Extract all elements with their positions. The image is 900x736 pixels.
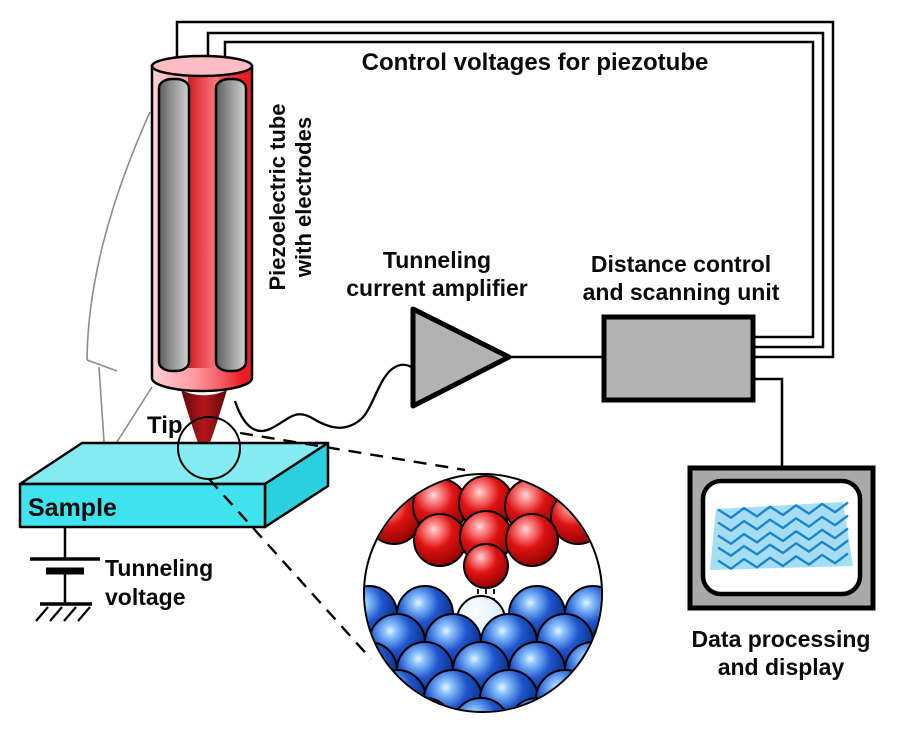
piezo-tube-top: [150, 54, 254, 78]
sample-atom: [285, 602, 341, 658]
magnifier-link-dash-upper: [239, 431, 466, 472]
tip-atom: [505, 513, 559, 567]
piezo-tube-inner-strip: [188, 70, 218, 368]
magnifier-link-dash-lower: [208, 478, 372, 660]
sample-atom: [451, 697, 511, 711]
screen-wave-line: [717, 501, 849, 519]
screen-wave-line: [717, 539, 849, 557]
control-wire-middle: [206, 31, 825, 349]
sample-atom: [592, 613, 601, 671]
sample-front-face: [18, 482, 267, 529]
monitor: [687, 465, 876, 611]
label-amplifier-line1: Tunneling: [383, 247, 491, 273]
sample-atom: [365, 613, 370, 671]
tunneling-voltage-circuit: [30, 527, 100, 622]
screen-wave-line: [717, 527, 849, 545]
label-tunneling-voltage-line1: Tunneling: [105, 555, 213, 581]
screen-wave-line: [717, 514, 849, 532]
atoms-group: [285, 475, 677, 711]
label-scanning-unit-line1: Distance control: [591, 251, 771, 277]
label-sample: Sample: [28, 494, 117, 522]
tip-atom: [366, 489, 422, 545]
sample-atom: [367, 669, 427, 711]
sample-atom: [621, 602, 677, 658]
ground-icon: [35, 602, 92, 622]
scanning-unit-box: [601, 314, 756, 403]
label-display-line2: and display: [718, 654, 845, 680]
label-scanning-unit-line2: and scanning unit: [583, 279, 780, 305]
label-control-voltages: Control voltages for piezotube: [362, 49, 709, 76]
tunneling-wire: [233, 363, 414, 433]
ghost-scan-lines: [86, 111, 153, 457]
tip-atom: [550, 489, 601, 545]
svg-text:with electrodes: with electrodes: [291, 117, 316, 278]
sample-block: [18, 441, 330, 529]
label-tunneling-voltage-line2: voltage: [105, 584, 186, 610]
electrode-right: [214, 77, 248, 373]
magnifier-view: [285, 473, 677, 713]
control-wire-outer: [175, 20, 835, 359]
label-display-line1: Data processing: [692, 626, 871, 652]
screen-wave-line: [717, 552, 849, 570]
label-piezo-tube: Piezoelectric tube with electrodes: [265, 103, 316, 290]
amplifier-triangle: [410, 306, 512, 409]
monitor-drop-wire: [753, 377, 784, 467]
screen-scan-image: [710, 501, 853, 570]
label-tip: Tip: [147, 412, 183, 439]
tip-cone: [181, 390, 227, 457]
electrode-left: [157, 77, 191, 373]
tip-apex-atom: [463, 543, 509, 589]
piezo-tube: [150, 54, 254, 393]
svg-text:Piezoelectric tube: Piezoelectric tube: [265, 103, 290, 290]
tip-atom: [413, 513, 467, 567]
control-wire-inner: [223, 40, 815, 339]
sample-atom: [365, 641, 398, 699]
label-amplifier-line2: current amplifier: [346, 275, 528, 301]
battery-icon: [30, 557, 100, 575]
